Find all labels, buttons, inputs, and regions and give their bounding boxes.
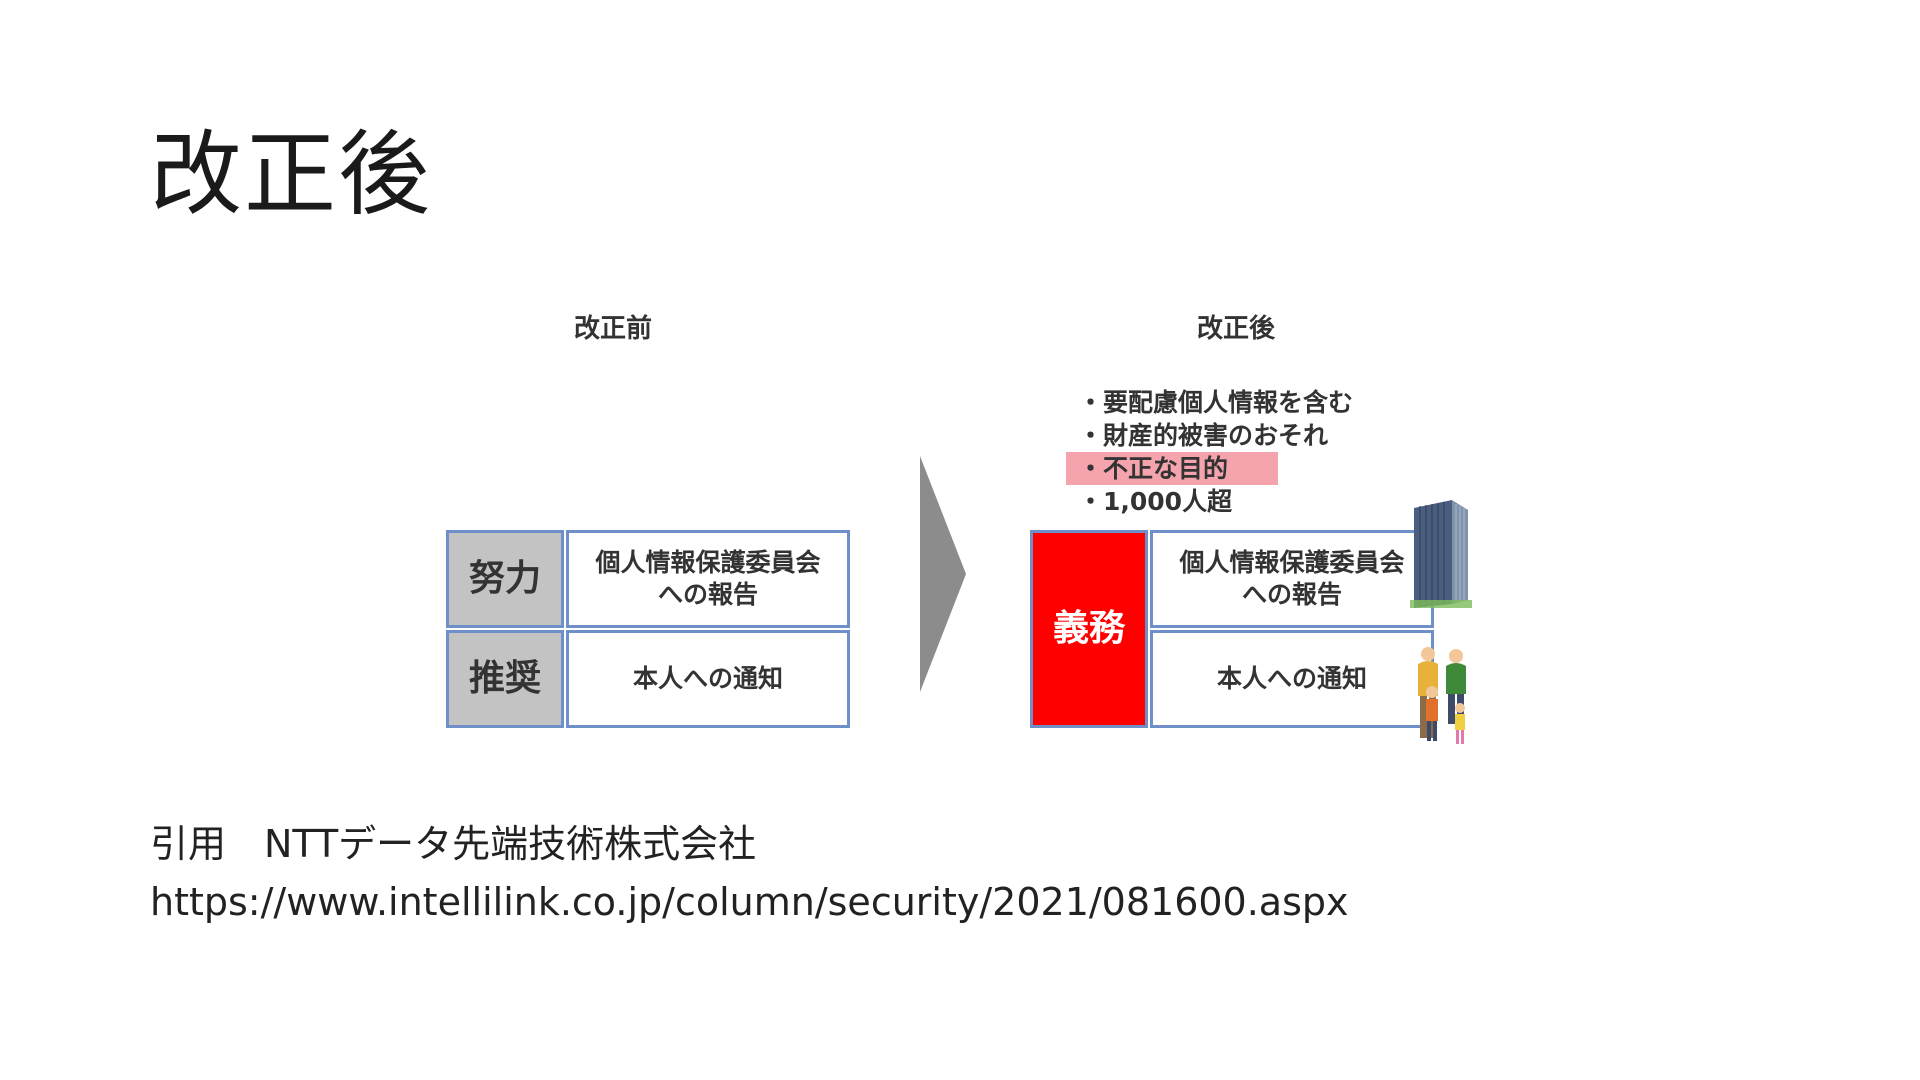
after-report-line2: への報告	[1241, 580, 1342, 609]
after-heading: 改正後	[1196, 314, 1275, 344]
condition-list: ・要配慮個人情報を含む ・財産的被害のおそれ ・不正な目的 ・1,000人超	[1066, 386, 1354, 518]
before-notify-box: 本人への通知	[566, 630, 850, 728]
arrow-right-icon	[920, 456, 966, 692]
after-report-box: 個人情報保護委員会 への報告	[1150, 530, 1434, 628]
condition-item: ・1,000人超	[1078, 487, 1233, 516]
citation: 引用 NTTデータ先端技術株式会社 https://www.intellilin…	[150, 815, 1349, 931]
condition-item: ・要配慮個人情報を含む	[1078, 388, 1354, 417]
before-tag-effort: 努力	[446, 530, 564, 628]
before-report-line2: への報告	[657, 580, 758, 609]
citation-url[interactable]: https://www.intellilink.co.jp/column/sec…	[150, 880, 1349, 924]
before-report-box: 個人情報保護委員会 への報告	[566, 530, 850, 628]
before-tag-recommend: 推奨	[446, 630, 564, 728]
citation-source: 引用 NTTデータ先端技術株式会社	[150, 822, 757, 866]
before-heading: 改正前	[573, 314, 652, 344]
condition-item: ・財産的被害のおそれ	[1078, 421, 1329, 450]
before-report-line1: 個人情報保護委員会	[595, 547, 821, 577]
after-notify-box: 本人への通知	[1150, 630, 1434, 728]
family-icon	[1418, 647, 1466, 744]
slide-title: 改正後	[150, 121, 433, 228]
building-icon	[1410, 500, 1472, 608]
after-tag-mandatory: 義務	[1030, 530, 1148, 728]
condition-item-highlighted: ・不正な目的	[1066, 452, 1278, 485]
after-report-line1: 個人情報保護委員会	[1179, 547, 1405, 577]
